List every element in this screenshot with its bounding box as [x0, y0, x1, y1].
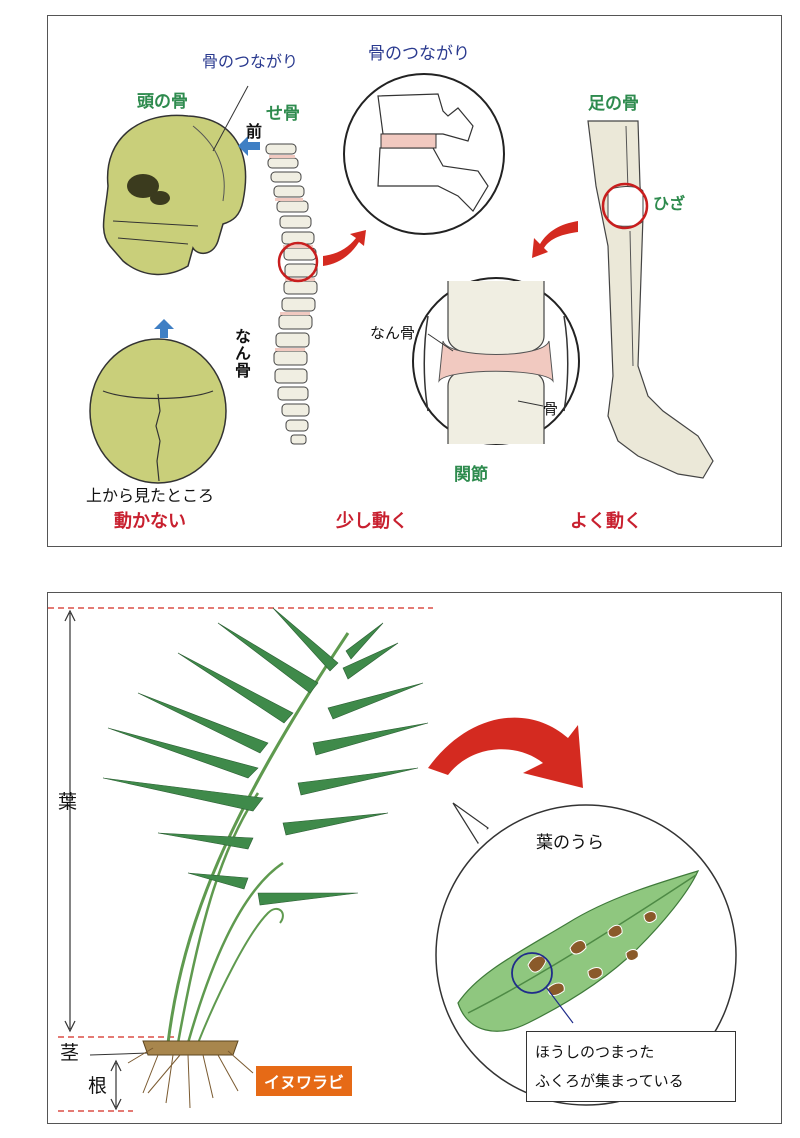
joint-cartilage-label: なん骨 [370, 324, 416, 342]
movement-label-none: 動かない [114, 511, 186, 532]
skull-drawing [102, 85, 249, 276]
spore-highlight-circle [511, 952, 553, 994]
spore-note-box: ほうしのつまった ふくろが集まっている [526, 1031, 736, 1102]
skull-top-view-drawing [89, 338, 227, 484]
red-arrow-icon [532, 221, 578, 258]
spine-highlight-circle [277, 241, 319, 283]
root-label: 根 [88, 1075, 108, 1097]
leaf-back-label: 葉のうら [536, 833, 604, 853]
leg-drawing [587, 120, 714, 479]
bone-connection-detail-label: 骨のつながり [368, 44, 470, 64]
bone-connection-label: 骨のつながり [202, 52, 299, 71]
spore-note-line1: ほうしのつまった [535, 1043, 655, 1061]
knee-highlight-circle [601, 182, 649, 230]
leaf-label: 葉 [58, 791, 78, 813]
stem-label: 茎 [60, 1042, 80, 1064]
spore-note-line2: ふくろが集まっている [535, 1071, 684, 1090]
fern-illustration [48, 607, 737, 1112]
up-arrow-icon [154, 319, 174, 338]
plant-name-tag: イヌワラビ [256, 1066, 353, 1096]
spine-label: せ骨 [266, 104, 300, 124]
big-red-arrow-icon [428, 717, 583, 788]
leaf-underside-drawing [457, 870, 700, 1032]
movement-label-free: よく動く [570, 511, 642, 532]
fern-drawing [102, 607, 429, 1109]
skeleton-panel: 頭の骨 骨のつながり せ骨 前 なん骨 骨のつながり 足の骨 ひざ なん骨 骨 … [47, 15, 782, 547]
front-arrow-icon [238, 136, 260, 156]
joint-bone-label: 骨 [543, 400, 559, 418]
red-arrow-icon [323, 230, 366, 266]
fern-panel: 葉 茎 根 イヌワラビ 葉のうら ほうしのつまった ふくろが集まっている [47, 592, 782, 1124]
cartilage-label-vertical: なん骨 [232, 328, 251, 379]
leg-bone-label: 足の骨 [588, 94, 639, 114]
joint-label: 関節 [454, 465, 488, 485]
knee-label: ひざ [653, 194, 686, 213]
front-label: 前 [246, 122, 263, 141]
spine-drawing [265, 143, 318, 445]
skeleton-illustration [89, 73, 714, 484]
joint-drawing [423, 281, 569, 444]
skull-label: 頭の骨 [137, 92, 188, 112]
movement-label-slight: 少し動く [336, 511, 408, 532]
top-view-caption: 上から見たところ [86, 486, 215, 505]
